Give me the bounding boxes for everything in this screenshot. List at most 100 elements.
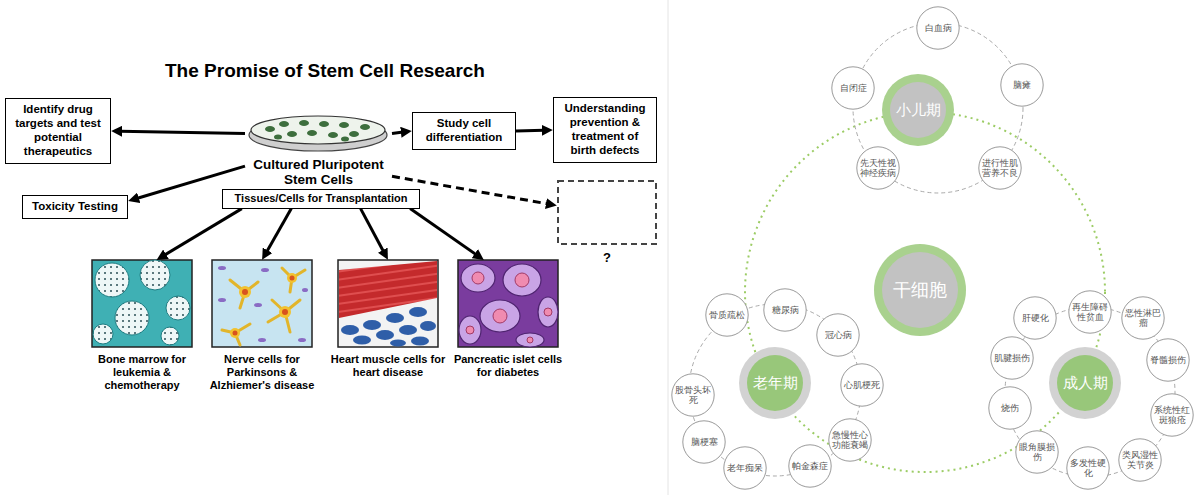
circle-fill [890, 82, 946, 138]
disease-circle: 脑瘫 [1000, 63, 1044, 107]
circle-outline [764, 289, 806, 331]
node-text: Understanding prevention & treatment of … [559, 102, 651, 157]
node-text: Cultured Pluripotent Stem Cells [245, 157, 392, 188]
pancreatic-islet-picture [515, 273, 529, 287]
circle-outline [1122, 297, 1164, 339]
pancreatic-islet-picture [459, 264, 558, 347]
tissue-panel: Nerve cells for Parkinsons & Alzhiemer's… [202, 260, 322, 393]
disease-circle: 多发性硬化 [1066, 446, 1110, 490]
nerve-cells-picture [258, 338, 266, 342]
petri-dish [319, 121, 329, 127]
nerve-cells-picture [298, 338, 306, 342]
circle-outline [724, 447, 766, 489]
node-text: 骨质疏松 [708, 310, 746, 320]
heart-muscle-picture [341, 325, 359, 335]
stage-rings [689, 23, 1175, 477]
nerve-cells-picture [282, 309, 288, 315]
petri-dish [287, 131, 297, 137]
node-text: Identify drug targets and test potential… [11, 103, 105, 158]
stage-circle: 小儿期 [882, 74, 954, 146]
node-text: 老年痴呆 [726, 463, 764, 473]
bone-marrow-picture [115, 301, 149, 335]
petri-dish [307, 130, 317, 136]
disease-circle: 再生障碍性贫血 [1068, 290, 1112, 334]
node-text: 干细胞 [893, 280, 947, 300]
heart-muscle-picture [399, 325, 417, 335]
center-circle: 干细胞 [874, 244, 966, 336]
process-box: Study cell differentiation [412, 112, 516, 150]
bone-marrow-picture [92, 260, 192, 347]
pancreatic-islet-picture [480, 300, 520, 332]
pancreatic-islet-picture [493, 309, 507, 323]
circle-fill [882, 252, 958, 328]
disease-circle: 肝硬化 [1013, 296, 1057, 340]
disease-circle: 糖尿病 [763, 288, 807, 332]
heart-muscle-picture [376, 330, 394, 340]
node-text: 帕金森症 [791, 461, 829, 471]
heart-muscle-picture [409, 307, 427, 317]
process-box: Tissues/Cells for Transplantation [222, 189, 420, 208]
disease-circle: 脊髓损伤 [1146, 338, 1190, 382]
bone-marrow-picture [92, 260, 192, 347]
heart-muscle-picture [411, 337, 429, 346]
node-text: 肌腱损伤 [993, 353, 1031, 363]
node-text: 白血病 [919, 23, 957, 33]
circle-fill [747, 355, 803, 411]
node-text: 系统性红斑狼疮 [1153, 405, 1191, 426]
arrow-connector [392, 132, 403, 133]
disease-circle: 烧伤 [988, 386, 1032, 430]
circle-outline [874, 244, 966, 336]
tissue-panel: Heart muscle cells for heart disease [328, 260, 448, 379]
pancreatic-islet-picture [458, 260, 558, 347]
circle-outline [789, 445, 831, 487]
node-text: 恶性淋巴瘤 [1124, 308, 1162, 329]
node-text: ? [557, 250, 657, 265]
heart-muscle-picture [338, 260, 438, 347]
pancreatic-islet-picture [527, 337, 533, 343]
disease-circle: 进行性肌营养不良 [978, 146, 1022, 190]
pancreatic-islet-picture [466, 326, 474, 334]
circle-outline [1151, 394, 1193, 436]
nerve-cells-picture [218, 298, 226, 302]
pancreatic-islet-picture [503, 264, 541, 296]
nerve-cells-picture [222, 268, 305, 345]
petri-dish [274, 135, 282, 140]
pancreatic-islet-picture [466, 272, 552, 343]
dashed-outline [557, 180, 657, 245]
node-text: Study cell differentiation [418, 117, 510, 145]
circle-outline [1147, 339, 1189, 381]
pancreatic-islet-picture [544, 308, 552, 316]
stage-rings [745, 112, 1105, 472]
circle-outline [1014, 297, 1056, 339]
disease-circle: 先天性视神经疾病 [856, 146, 900, 190]
bone-marrow-picture [161, 327, 179, 345]
pancreatic-islet-picture [461, 264, 495, 292]
circle-outline [1049, 347, 1121, 419]
circle-outline [829, 419, 871, 461]
node-text: Toxicity Testing [28, 200, 122, 214]
node-text: 肝硬化 [1016, 313, 1054, 323]
petri-dish [339, 122, 349, 128]
title: The Promise of Stem Cell Research [0, 60, 650, 82]
petri-dish [341, 137, 349, 142]
node-text: 股骨头坏死 [674, 385, 712, 406]
disease-circle: 冠心病 [816, 313, 860, 357]
node-text: 小儿期 [896, 102, 941, 119]
node-text: 心肌梗死 [843, 380, 881, 390]
circle-outline [706, 294, 748, 336]
nerve-cells-picture [242, 289, 248, 295]
nerve-cells-picture [279, 306, 291, 318]
circle-outline [683, 421, 725, 463]
petri-dish [349, 131, 359, 137]
node-text: Bone marrow for leukemia & chemotherapy [82, 353, 202, 393]
node-text: Heart muscle cells for heart disease [328, 353, 448, 379]
circle-outline [917, 7, 959, 49]
bone-marrow-picture [166, 296, 190, 320]
disease-circle: 帕金森症 [788, 444, 832, 488]
petri-dish [360, 124, 370, 130]
nerve-cells-picture [218, 266, 226, 270]
circle-outline [739, 347, 811, 419]
arrow-connector [516, 129, 544, 133]
disease-circle: 眼角膜损伤 [1015, 430, 1059, 474]
node-text: Nerve cells for Parkinsons & Alzhiemer's… [202, 353, 322, 393]
